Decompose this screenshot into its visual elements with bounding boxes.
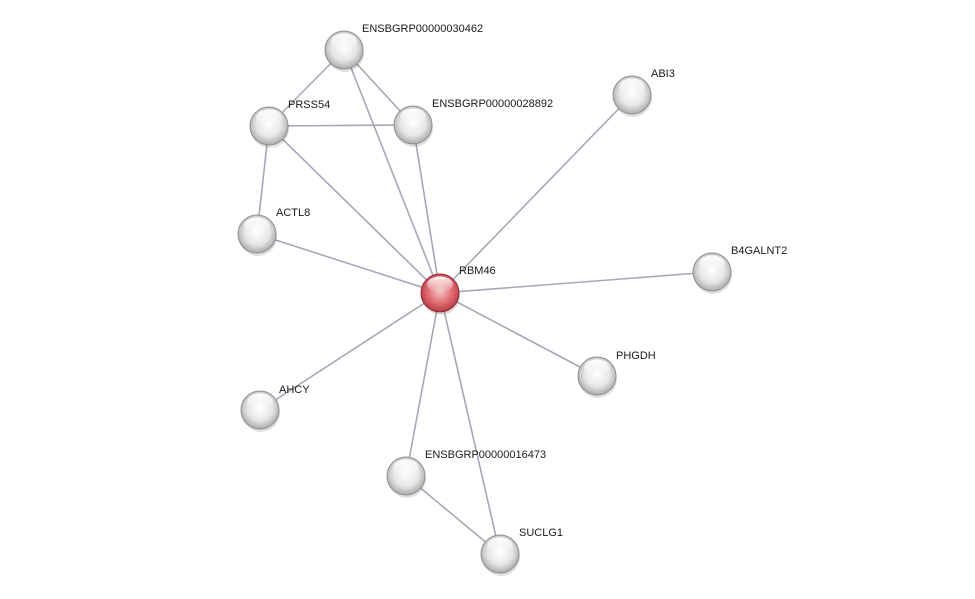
node-highlight bbox=[393, 459, 419, 476]
node-b4galnt2[interactable]: B4GALNT2 bbox=[692, 245, 787, 294]
node-ahcy[interactable]: AHCY bbox=[240, 384, 310, 432]
node-label: ENSBGRP00000030462 bbox=[362, 23, 483, 35]
node-highlight bbox=[619, 78, 645, 95]
node-rbm46[interactable]: RBM46 bbox=[420, 265, 496, 315]
node-label: RBM46 bbox=[459, 265, 496, 277]
node-highlight bbox=[331, 33, 357, 50]
node-label: ENSBGRP00000028892 bbox=[432, 98, 553, 110]
edge-abi3-rbm46[interactable] bbox=[439, 94, 633, 294]
node-label: B4GALNT2 bbox=[731, 245, 787, 257]
node-highlight bbox=[256, 109, 282, 126]
node-abi3[interactable]: ABI3 bbox=[612, 68, 675, 117]
edge-prss54-ensbgrp00000028892[interactable] bbox=[268, 124, 414, 127]
node-highlight bbox=[244, 217, 270, 234]
node-highlight bbox=[400, 108, 426, 125]
edge-layer bbox=[256, 49, 713, 555]
edge-actl8-rbm46[interactable] bbox=[256, 233, 441, 294]
node-suclg1[interactable]: SUCLG1 bbox=[480, 527, 563, 576]
edge-ensbgrp00000030462-rbm46[interactable] bbox=[343, 49, 441, 294]
node-label: PRSS54 bbox=[288, 99, 330, 111]
edge-b4galnt2-rbm46[interactable] bbox=[439, 271, 713, 294]
node-label: PHGDH bbox=[616, 350, 656, 362]
node-highlight bbox=[247, 393, 273, 410]
edge-ensbgrp00000016473-suclg1[interactable] bbox=[405, 475, 501, 555]
node-label: AHCY bbox=[279, 384, 310, 396]
edge-suclg1-rbm46[interactable] bbox=[439, 292, 501, 555]
node-label: ACTL8 bbox=[276, 207, 310, 219]
node-ensbgrp00000016473[interactable]: ENSBGRP00000016473 bbox=[386, 449, 546, 498]
node-highlight bbox=[487, 537, 513, 554]
node-label: ENSBGRP00000016473 bbox=[425, 449, 546, 461]
node-label: SUCLG1 bbox=[519, 527, 563, 539]
edge-ahcy-rbm46[interactable] bbox=[259, 292, 441, 411]
node-highlight bbox=[427, 276, 453, 293]
node-highlight bbox=[699, 255, 725, 272]
node-prss54[interactable]: PRSS54 bbox=[249, 99, 330, 148]
node-ensbgrp00000030462[interactable]: ENSBGRP00000030462 bbox=[324, 23, 483, 72]
node-highlight bbox=[584, 359, 610, 376]
node-phgdh[interactable]: PHGDH bbox=[577, 350, 656, 398]
node-actl8[interactable]: ACTL8 bbox=[237, 207, 310, 256]
edge-ensbgrp00000016473-rbm46[interactable] bbox=[405, 292, 441, 477]
edge-ensbgrp00000028892-rbm46[interactable] bbox=[412, 124, 441, 294]
edge-phgdh-rbm46[interactable] bbox=[439, 292, 598, 377]
edge-prss54-rbm46[interactable] bbox=[268, 125, 441, 294]
node-ensbgrp00000028892[interactable]: ENSBGRP00000028892 bbox=[393, 98, 553, 147]
node-label: ABI3 bbox=[651, 68, 675, 80]
